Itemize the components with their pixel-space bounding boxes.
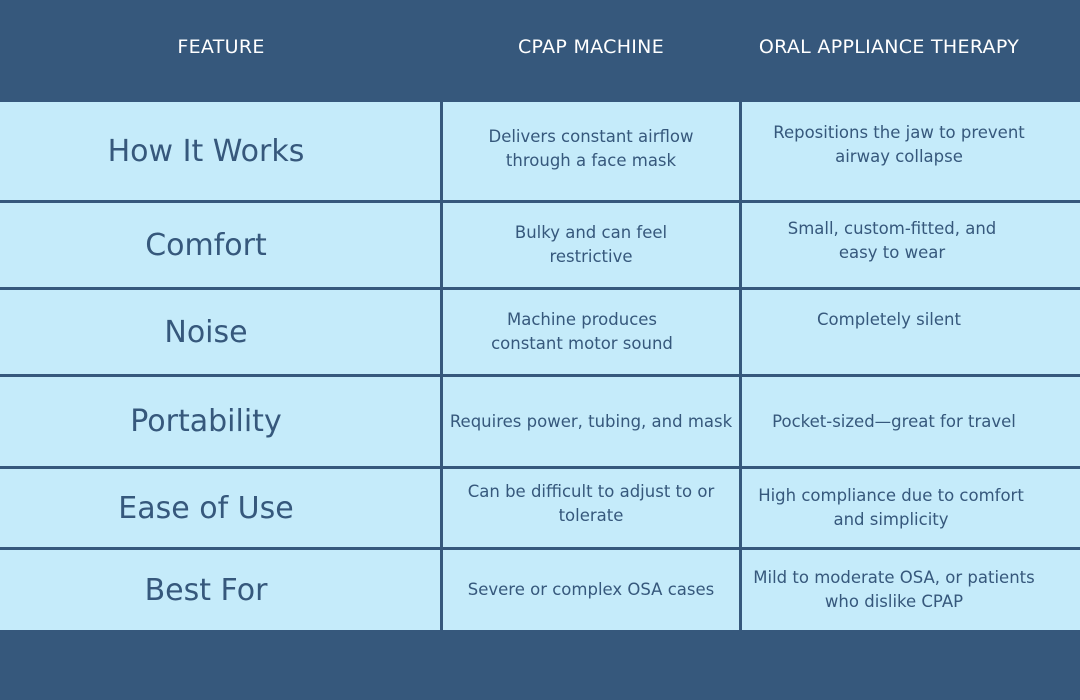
cpap-value: Requires power, tubing, and mask (449, 411, 733, 431)
table-row: Noise Machine produces constant motor so… (0, 290, 1080, 374)
row-divider (0, 374, 1080, 377)
table-row: Portability Requires power, tubing, and … (0, 377, 1080, 466)
header-cpap: CPAP MACHINE (517, 36, 665, 58)
cpap-value: Machine produces constant motor sound (491, 310, 673, 353)
oral-appliance-value: High compliance due to comfort and simpl… (758, 486, 1024, 529)
header-oral-appliance: ORAL APPLIANCE THERAPY (758, 36, 1020, 58)
oral-appliance-value: Completely silent (817, 310, 961, 329)
table-header: FEATURE CPAP MACHINE ORAL APPLIANCE THER… (0, 0, 1080, 102)
oral-appliance-value: Small, custom-fitted, and easy to wear (787, 219, 997, 262)
table-row: Ease of Use Can be difficult to adjust t… (0, 469, 1080, 547)
table-row: Comfort Bulky and can feel restrictive S… (0, 203, 1080, 287)
row-divider (0, 287, 1080, 290)
feature-label: Portability (130, 404, 282, 439)
comparison-table: How It Works Delivers constant airflow t… (0, 102, 1080, 630)
table-row: How It Works Delivers constant airflow t… (0, 102, 1080, 200)
feature-label: Noise (164, 314, 248, 350)
cpap-value: Can be difficult to adjust to or tolerat… (467, 482, 715, 525)
oral-appliance-value: Repositions the jaw to prevent airway co… (773, 123, 1025, 166)
row-divider (0, 466, 1080, 469)
cpap-value: Bulky and can feel restrictive (514, 223, 668, 266)
oral-appliance-value: Pocket-sized—great for travel (772, 411, 1016, 431)
feature-label: How It Works (107, 133, 305, 169)
row-divider (0, 547, 1080, 550)
header-feature: FEATURE (177, 36, 265, 58)
table-row: Best For Severe or complex OSA cases Mil… (0, 550, 1080, 630)
feature-label: Comfort (145, 227, 267, 263)
oral-appliance-value: Mild to moderate OSA, or patients who di… (753, 568, 1035, 611)
column-divider (440, 102, 443, 630)
feature-label: Ease of Use (118, 490, 294, 526)
cpap-value: Delivers constant airflow through a face… (488, 127, 694, 170)
feature-label: Best For (144, 572, 268, 608)
cpap-value: Severe or complex OSA cases (467, 580, 715, 599)
column-divider (739, 102, 742, 630)
row-divider (0, 200, 1080, 203)
